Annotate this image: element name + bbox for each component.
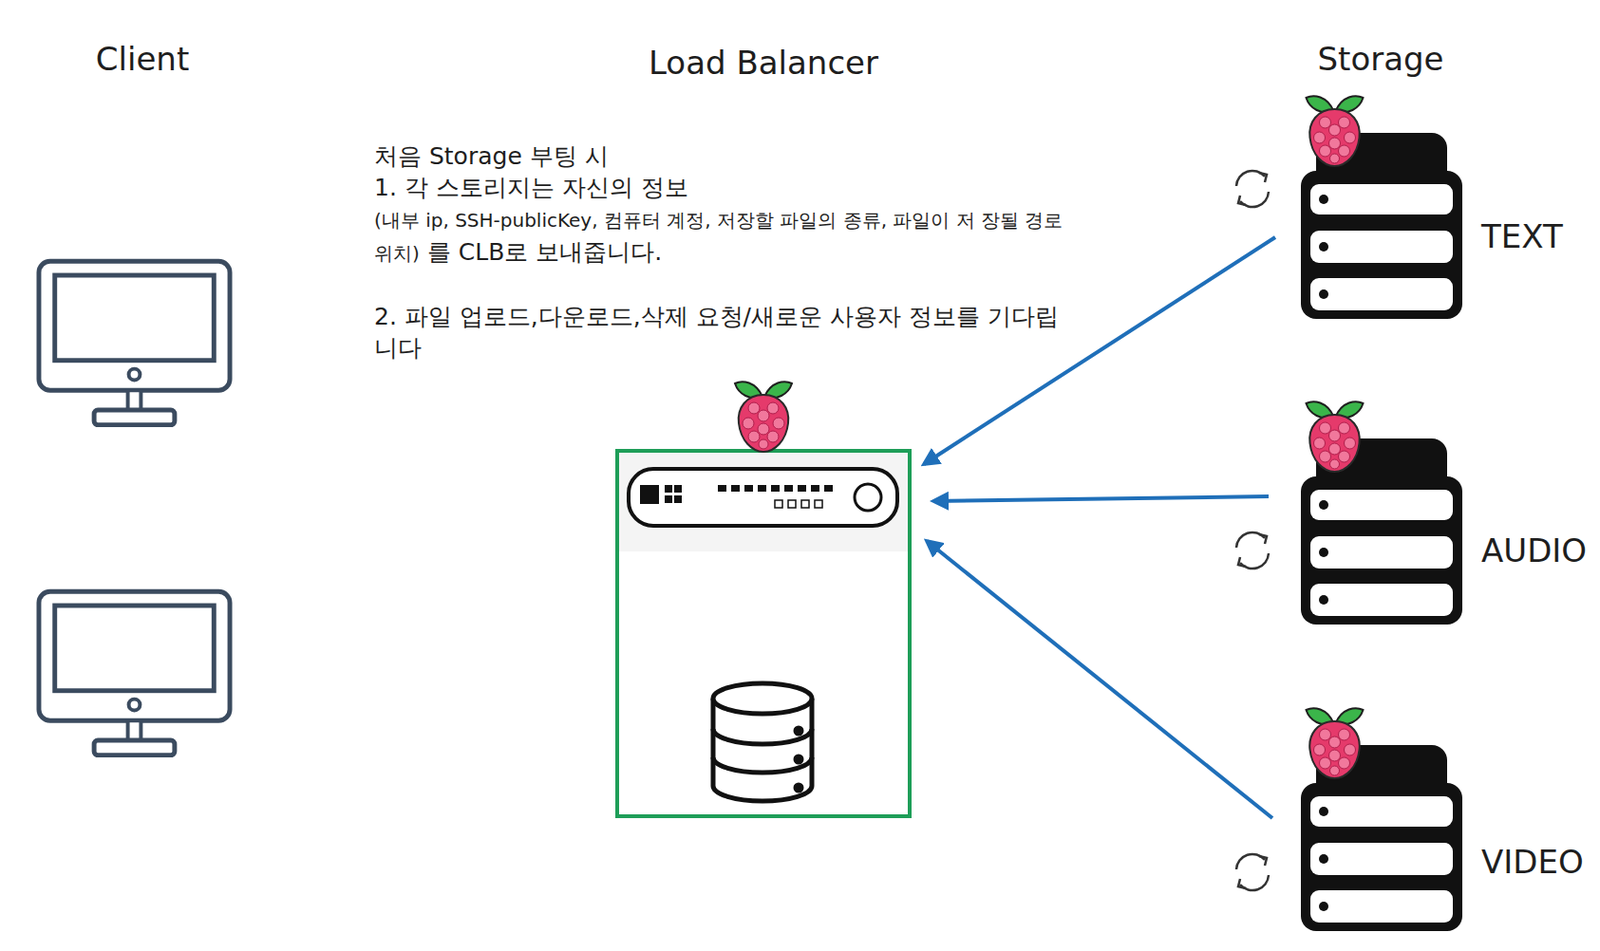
raspberry-pi-logo bbox=[1303, 90, 1366, 169]
note-line: 2. 파일 업로드,다운로드,삭제 요청/새로운 사용자 정보를 기다립니다 bbox=[374, 301, 1082, 364]
raspberry-pi-logo bbox=[1303, 395, 1366, 474]
data-arrow bbox=[926, 541, 1273, 819]
storage-type-label: TEXT bbox=[1481, 217, 1563, 256]
column-heading: Storage bbox=[1317, 39, 1444, 78]
load-balancer-illustration bbox=[619, 452, 908, 815]
note-block: 처음 Storage 부팅 시1. 각 스토리지는 자신의 정보(내부 ip, … bbox=[374, 140, 1082, 364]
column-heading: Client bbox=[95, 39, 189, 78]
storage-server: AUDIO bbox=[1300, 438, 1463, 625]
storage-server: VIDEO bbox=[1300, 745, 1463, 932]
refresh-icon bbox=[1228, 848, 1277, 897]
note-line: 1. 각 스토리지는 자신의 정보 bbox=[374, 171, 1082, 204]
client-monitor bbox=[36, 258, 233, 428]
storage-type-label: AUDIO bbox=[1481, 531, 1587, 570]
refresh-icon bbox=[1228, 165, 1277, 213]
storage-server: TEXT bbox=[1300, 132, 1463, 320]
refresh-icon bbox=[1228, 527, 1277, 575]
load-balancer-box: Load Balancer bbox=[615, 449, 912, 819]
note-line: (내부 ip, SSH-publicKey, 컴퓨터 계정, 저장할 파일의 종… bbox=[374, 203, 1082, 270]
storage-type-label: VIDEO bbox=[1481, 843, 1584, 882]
note-line: 처음 Storage 부팅 시 bbox=[374, 140, 1082, 172]
raspberry-pi-logo bbox=[1303, 702, 1366, 781]
note-line: 를 CLB로 보내줍니다. bbox=[427, 238, 662, 266]
column-heading: Load Balancer bbox=[648, 43, 879, 82]
raspberry-pi-logo bbox=[733, 376, 794, 454]
data-arrow bbox=[933, 496, 1269, 502]
data-arrow bbox=[923, 237, 1276, 465]
client-monitor bbox=[36, 588, 233, 758]
